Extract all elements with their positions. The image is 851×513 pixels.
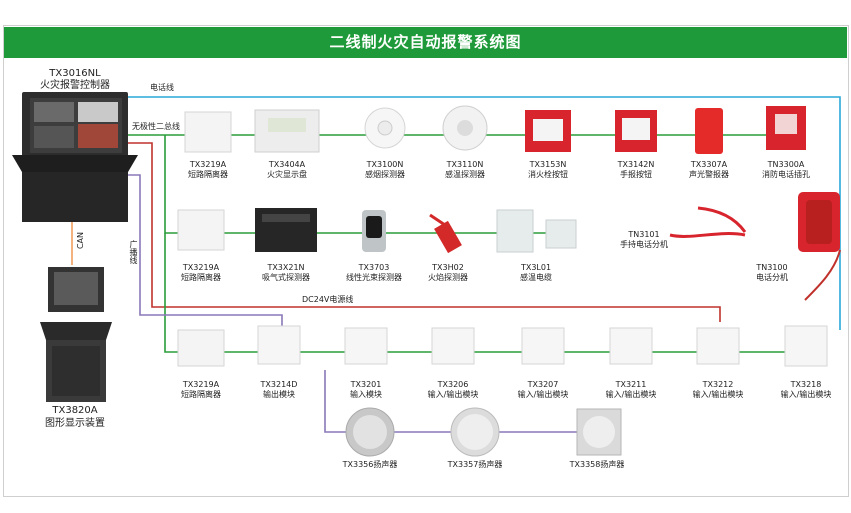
- speaker-drawings: [345, 407, 622, 457]
- row1-name: 声光警报器: [689, 170, 729, 179]
- can-line-label: CAN: [76, 232, 85, 250]
- row3-name: 输入/输出模块: [692, 390, 744, 399]
- row2-model: TX3219A: [182, 263, 220, 272]
- row1-name: 短路隔离器: [188, 170, 228, 179]
- row2-name: 吸气式探测器: [262, 273, 310, 282]
- row3-model: TX3219A: [182, 380, 220, 389]
- row3-name: 输入/输出模块: [517, 390, 569, 399]
- desk-phone-name: 电话分机: [756, 273, 788, 282]
- row2-name: 短路隔离器: [181, 273, 221, 282]
- row2-model: TX3L01: [520, 263, 552, 272]
- phone-cord: [804, 249, 841, 301]
- row1-model: TX3404A: [268, 160, 306, 169]
- row3-model: TX3201: [350, 380, 382, 389]
- broadcast-line: [128, 174, 283, 340]
- desk-phone-model: TN3100: [756, 263, 788, 272]
- row3-name: 输入模块: [350, 390, 382, 399]
- row3-model: TX3218: [790, 380, 822, 389]
- broadcast-line-label: 广播线: [129, 240, 138, 264]
- row2-name: 火焰探测器: [428, 273, 468, 282]
- row1-model: TX3110N: [446, 160, 484, 169]
- row3-model: TX3206: [437, 380, 469, 389]
- diagram-frame: [3, 25, 849, 497]
- power-line-label: DC24V电源线: [302, 295, 354, 304]
- row1-model: TX3100N: [366, 160, 404, 169]
- handheld-phone-model: TN3101: [628, 230, 660, 239]
- row1-name: 火灾显示盘: [267, 170, 307, 179]
- speaker-label: TX3357扬声器: [447, 460, 503, 469]
- diagram-title: 二线制火灾自动报警系统图: [4, 27, 847, 58]
- controller-model: TX3016NL: [49, 68, 101, 79]
- bus-line-label: 无极性二总线: [132, 122, 180, 131]
- row3-model: TX3212: [702, 380, 734, 389]
- row1-name: 感温探测器: [445, 170, 485, 179]
- speaker-label: TX3358扬声器: [569, 460, 625, 469]
- power-line: [128, 142, 721, 322]
- row2-model: TX3703: [358, 263, 390, 272]
- handheld-phone-name: 手持电话分机: [620, 240, 668, 249]
- row1-name: 消防电话插孔: [762, 170, 810, 179]
- row3-model: TX3211: [615, 380, 647, 389]
- row2-device-drawings: [177, 192, 840, 254]
- row2-model: TX3X21N: [267, 263, 305, 272]
- speaker-line: [324, 370, 600, 433]
- row1-model: TX3142N: [617, 160, 655, 169]
- row2-name: 线性光束探测器: [346, 273, 402, 282]
- row1-name: 消火栓按钮: [528, 170, 568, 179]
- speaker-label: TX3356扬声器: [342, 460, 398, 469]
- bus-line-row3: [164, 233, 805, 353]
- controller-name: 火灾报警控制器: [40, 80, 110, 91]
- row1-name: 感烟探测器: [365, 170, 405, 179]
- row3-device-drawings: [177, 325, 828, 367]
- display-name: 图形显示装置: [45, 418, 105, 429]
- row1-model: TX3307A: [690, 160, 728, 169]
- controller-cabinet: [12, 92, 138, 222]
- row1-name: 手报按钮: [620, 170, 652, 179]
- row1-model: TN3300A: [767, 160, 805, 169]
- row1-model: TX3219A: [189, 160, 227, 169]
- row2-name: 感温电缆: [520, 273, 552, 282]
- row3-name: 输入/输出模块: [427, 390, 479, 399]
- display-model: TX3820A: [52, 405, 98, 416]
- row3-model: TX3214D: [260, 380, 298, 389]
- row3-model: TX3207: [527, 380, 559, 389]
- row3-name: 短路隔离器: [181, 390, 221, 399]
- phone-line-label: 电话线: [150, 83, 174, 92]
- row1-device-drawings: [184, 105, 806, 154]
- row1-model: TX3153N: [529, 160, 567, 169]
- row3-name: 输入/输出模块: [780, 390, 832, 399]
- row2-model: TX3H02: [432, 263, 464, 272]
- row3-name: 输入/输出模块: [605, 390, 657, 399]
- display-cabinet: [40, 267, 112, 402]
- row3-name: 输出模块: [263, 390, 295, 399]
